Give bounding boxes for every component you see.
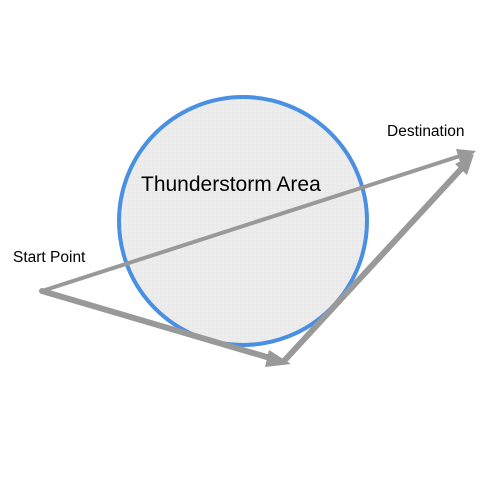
destination-label: Destination	[387, 123, 465, 140]
thunderstorm-area-label: Thunderstorm Area	[141, 173, 321, 196]
detour-leg-2-arrow	[281, 154, 474, 364]
thunderstorm-circle	[117, 95, 369, 347]
start-point-label: Start Point	[13, 249, 86, 266]
